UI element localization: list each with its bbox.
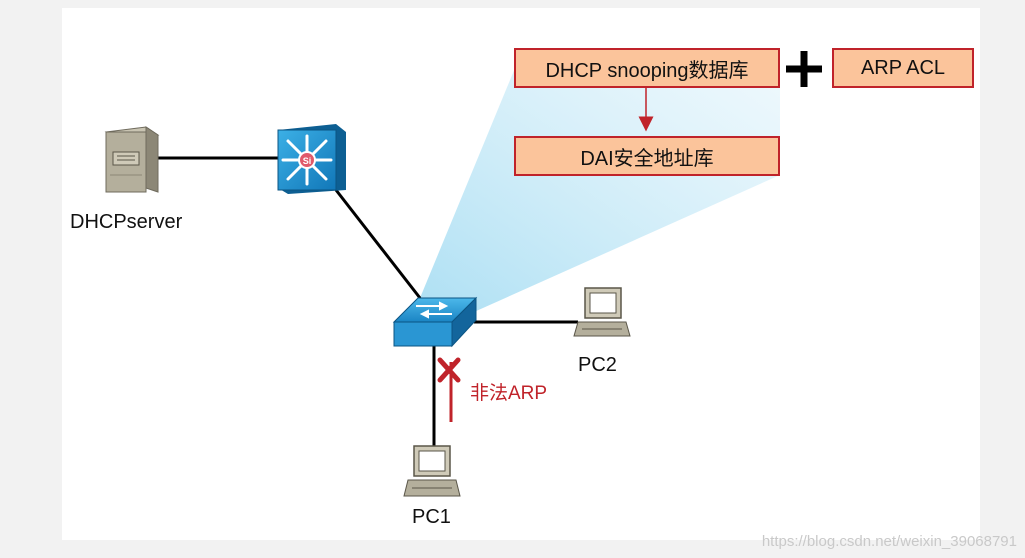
- server-icon[interactable]: [104, 126, 160, 193]
- dhcp-snooping-db-box: DHCP snooping数据库: [514, 48, 780, 88]
- pc2-label: PC2: [578, 354, 617, 376]
- highlight-cone: [420, 68, 780, 312]
- dai-db-box: DAI安全地址库: [514, 136, 780, 176]
- link-l3switch-l2switch: [334, 189, 422, 299]
- svg-text:Si: Si: [303, 156, 312, 166]
- pc1-icon[interactable]: [403, 445, 461, 497]
- watermark: https://blog.csdn.net/weixin_39068791: [761, 533, 1017, 550]
- access-switch-icon[interactable]: [392, 296, 478, 348]
- dhcp-server-label: DHCPserver: [70, 211, 183, 233]
- illegal-arp-label: 非法ARP: [470, 383, 548, 404]
- layer3-switch-icon[interactable]: Si: [277, 124, 346, 194]
- blocked-x-icon: [437, 357, 461, 383]
- pc2-icon[interactable]: [573, 287, 631, 337]
- arp-acl-box: ARP ACL: [832, 48, 974, 88]
- pc1-label: PC1: [412, 506, 451, 528]
- plus-sign: [786, 51, 822, 87]
